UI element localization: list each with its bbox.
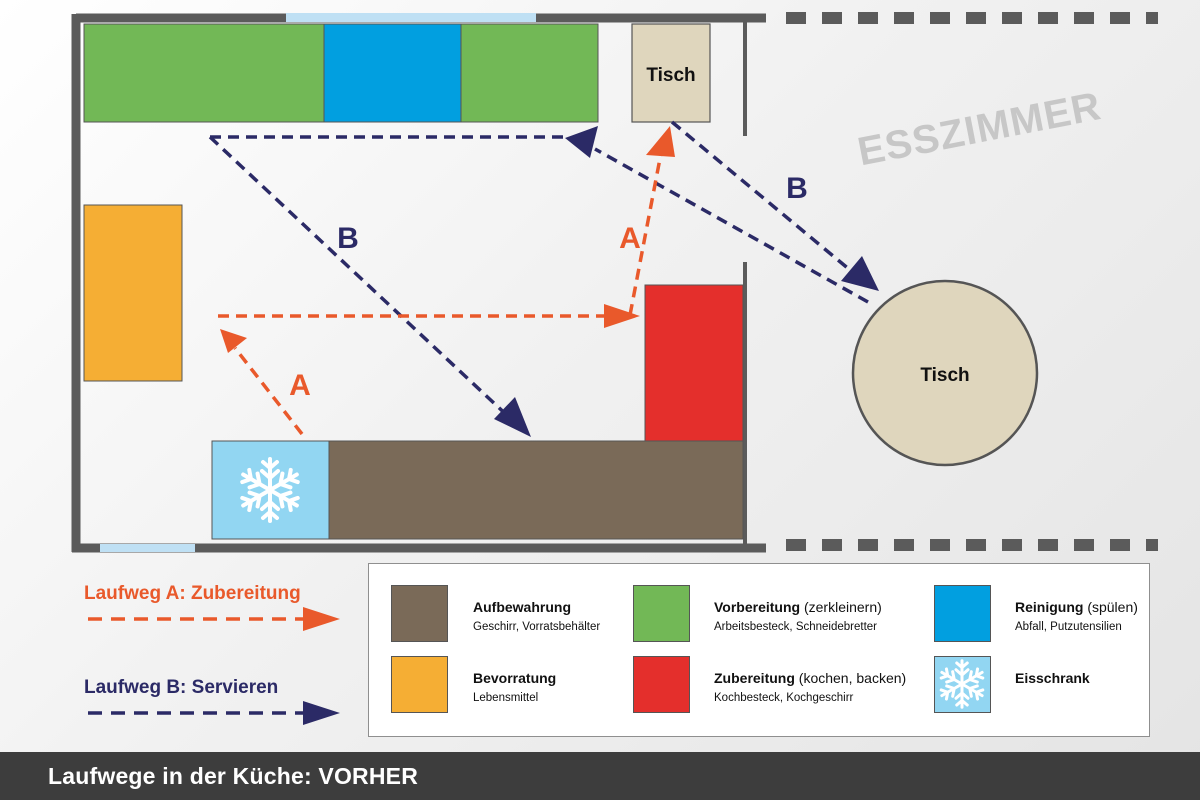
route-a-title: Laufweg A: Zubereitung <box>84 583 301 604</box>
legend-title-cleaning: Reinigung (spülen) <box>1015 599 1138 615</box>
storage-unit <box>328 440 744 540</box>
legend-title-fridge: Eisschrank <box>1015 670 1090 686</box>
round-table-label: Tisch <box>920 365 969 386</box>
route-b-paths <box>208 120 869 422</box>
preparation-unit-right <box>460 23 599 123</box>
route-b-title: Laufweg B: Servieren <box>84 677 279 698</box>
cleaning-unit <box>323 23 462 123</box>
dashed-wall-bottom <box>786 539 1158 551</box>
small-table-label: Tisch <box>646 65 695 86</box>
route-b-arrowheads <box>494 126 879 437</box>
legend-title-supply: Bevorratung <box>473 670 557 686</box>
legend-subtitle-supply: Lebensmittel <box>473 692 539 704</box>
round-table <box>851 279 1039 467</box>
legend-subtitle-preparation: Arbeitsbesteck, Schneidebretter <box>714 621 878 633</box>
route-b-marker-right: B <box>786 172 808 205</box>
legend-subtitle-cooking: Kochbesteck, Kochgeschirr <box>714 692 854 704</box>
supply-unit <box>83 204 183 382</box>
snowflake-icon <box>935 657 989 711</box>
legend-title-storage: Aufbewahrung <box>473 599 571 615</box>
route-a-paths <box>218 147 664 436</box>
preparation-unit-left <box>83 23 325 123</box>
route-a-arrowheads <box>220 126 675 353</box>
cooking-unit <box>644 284 744 442</box>
legend-swatch-cleaning <box>934 585 991 642</box>
legend-title-cooking: Zubereitung (kochen, backen) <box>714 670 907 686</box>
footer-title: Laufwege in der Küche: VORHER <box>48 763 419 789</box>
legend-subtitle-storage: Geschirr, Vorratsbehälter <box>473 621 601 633</box>
legend-swatch-supply <box>391 656 448 713</box>
window-bottom <box>100 544 195 552</box>
legend-swatch-storage <box>391 585 448 642</box>
legend-swatch-cooking <box>633 656 690 713</box>
footer-bar <box>0 752 1200 800</box>
window-top <box>286 13 536 22</box>
legend: Aufbewahrung Geschirr, Vorratsbehälter V… <box>368 563 1150 737</box>
dashed-wall-top <box>786 12 1158 24</box>
route-a-marker-upper: A <box>619 222 641 255</box>
legend-swatch-fridge <box>934 656 991 713</box>
legend-swatch-preparation <box>633 585 690 642</box>
route-a-legend-line <box>88 607 340 631</box>
small-table <box>631 23 711 123</box>
legend-subtitle-cleaning: Abfall, Putzutensilien <box>1015 621 1122 633</box>
route-a-marker-lower: A <box>289 369 311 402</box>
legend-title-preparation: Vorbereitung (zerkleinern) <box>714 599 882 615</box>
route-b-marker-left: B <box>337 222 359 255</box>
dining-room-label: ESSZIMMER <box>854 84 1105 174</box>
route-b-legend-line <box>88 701 340 725</box>
